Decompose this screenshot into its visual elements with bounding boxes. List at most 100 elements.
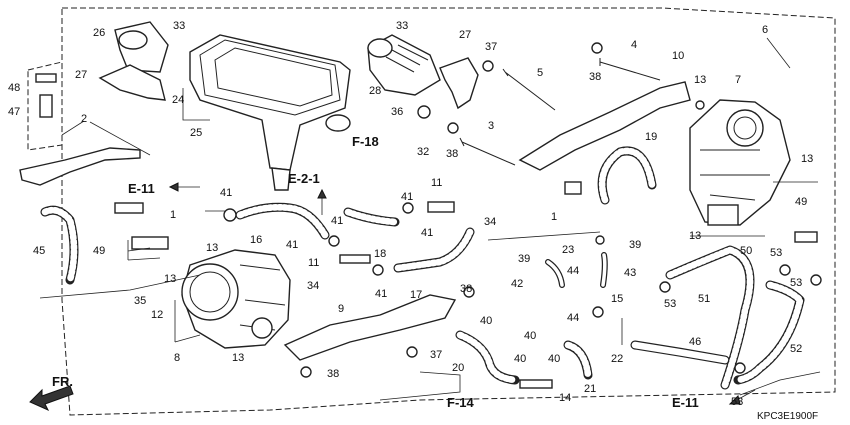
long-bolt-3	[459, 137, 516, 166]
callout-46[interactable]: 46	[689, 336, 701, 348]
small-part-frame	[27, 61, 63, 151]
ref-f14[interactable]: F-14	[447, 395, 475, 410]
callout-24[interactable]: 24	[172, 94, 184, 106]
callout-34[interactable]: 34	[484, 216, 496, 228]
front-direction-label: FR.	[52, 374, 73, 389]
callout-5[interactable]: 5	[537, 67, 543, 79]
hose-43	[600, 252, 608, 288]
callout-40[interactable]: 40	[524, 330, 536, 342]
callout-40[interactable]: 40	[548, 353, 560, 365]
callout-52[interactable]: 52	[790, 343, 802, 355]
callout-38[interactable]: 38	[327, 368, 339, 380]
reference-arrows	[168, 182, 756, 405]
hose-16	[235, 202, 330, 240]
callout-45[interactable]: 45	[33, 245, 45, 257]
callout-13[interactable]: 13	[689, 230, 701, 242]
callout-13[interactable]: 13	[801, 153, 813, 165]
hose-46	[630, 340, 730, 365]
callout-41[interactable]: 41	[286, 239, 298, 251]
hose-19	[597, 146, 657, 205]
callout-8[interactable]: 8	[174, 352, 180, 364]
callout-18[interactable]: 18	[374, 248, 386, 260]
callout-39[interactable]: 39	[629, 239, 641, 251]
callout-50[interactable]: 50	[740, 245, 752, 257]
long-bolt-4	[599, 58, 661, 81]
tube-bracket	[19, 147, 141, 186]
callout-27[interactable]: 27	[459, 29, 471, 41]
callout-39[interactable]: 39	[518, 253, 530, 265]
callout-10[interactable]: 10	[672, 50, 684, 62]
callout-53[interactable]: 53	[790, 277, 802, 289]
callout-20[interactable]: 20	[452, 362, 464, 374]
carb-bracket-lower	[283, 294, 457, 361]
callout-26[interactable]: 26	[93, 27, 105, 39]
carb-bracket-upper	[518, 81, 691, 171]
callout-22[interactable]: 22	[611, 353, 623, 365]
callout-19[interactable]: 19	[645, 131, 657, 143]
callout-4[interactable]: 4	[631, 39, 637, 51]
callout-49[interactable]: 49	[93, 245, 105, 257]
callout-23[interactable]: 23	[562, 244, 574, 256]
callout-16[interactable]: 16	[250, 234, 262, 246]
callout-11[interactable]: 11	[431, 177, 442, 189]
leader-lines	[39, 37, 821, 401]
callout-3[interactable]: 3	[488, 120, 494, 132]
callout-41[interactable]: 41	[375, 288, 387, 300]
callout-38[interactable]: 38	[589, 71, 601, 83]
callout-7[interactable]: 7	[735, 74, 741, 86]
callout-36[interactable]: 36	[391, 106, 403, 118]
hose-42	[545, 259, 565, 288]
callout-13[interactable]: 13	[206, 242, 218, 254]
callout-13[interactable]: 13	[694, 74, 706, 86]
callout-41[interactable]: 41	[220, 187, 232, 199]
callout-41[interactable]: 41	[421, 227, 433, 239]
callout-2[interactable]: 2	[81, 113, 87, 125]
carburetor-front	[181, 249, 291, 349]
callout-40[interactable]: 40	[514, 353, 526, 365]
callout-37[interactable]: 37	[430, 349, 442, 361]
callout-28[interactable]: 28	[369, 85, 381, 97]
callout-21[interactable]: 21	[584, 383, 596, 395]
ref-e11-right[interactable]: E-11	[672, 395, 699, 410]
air-intake-snorkel	[98, 21, 169, 101]
callout-1[interactable]: 1	[170, 209, 176, 221]
callout-40[interactable]: 40	[480, 315, 492, 327]
callout-35[interactable]: 35	[134, 295, 146, 307]
callout-9[interactable]: 9	[338, 303, 344, 315]
callout-15[interactable]: 15	[611, 293, 623, 305]
callout-32[interactable]: 32	[417, 146, 429, 158]
callout-47[interactable]: 47	[8, 106, 20, 118]
callout-11[interactable]: 11	[308, 257, 319, 269]
callout-38[interactable]: 38	[460, 283, 472, 295]
callout-48[interactable]: 48	[8, 82, 20, 94]
callout-53[interactable]: 53	[770, 247, 782, 259]
ref-f18[interactable]: F-18	[352, 134, 379, 149]
ref-e21[interactable]: E-2-1	[288, 171, 320, 186]
callout-49[interactable]: 49	[795, 196, 807, 208]
callout-14[interactable]: 14	[559, 392, 571, 404]
callout-51[interactable]: 51	[698, 293, 710, 305]
assembly-frame	[61, 7, 836, 416]
callout-33[interactable]: 33	[173, 20, 185, 32]
callout-38[interactable]: 38	[446, 148, 458, 160]
callout-34[interactable]: 34	[307, 280, 319, 292]
callout-42[interactable]: 42	[511, 278, 523, 290]
callout-27[interactable]: 27	[75, 69, 87, 81]
callout-13[interactable]: 13	[164, 273, 176, 285]
callout-17[interactable]: 17	[410, 289, 422, 301]
callout-44[interactable]: 44	[567, 265, 579, 277]
callout-1[interactable]: 1	[551, 211, 557, 223]
callout-41[interactable]: 41	[331, 215, 343, 227]
callout-37[interactable]: 37	[485, 41, 497, 53]
callout-12[interactable]: 12	[151, 309, 163, 321]
callout-33[interactable]: 33	[396, 20, 408, 32]
callout-43[interactable]: 43	[624, 267, 636, 279]
callout-44[interactable]: 44	[567, 312, 579, 324]
ref-e11-left[interactable]: E-11	[128, 181, 155, 196]
callout-53[interactable]: 53	[731, 396, 743, 408]
callout-53[interactable]: 53	[664, 298, 676, 310]
callout-41[interactable]: 41	[401, 191, 413, 203]
callout-6[interactable]: 6	[762, 24, 768, 36]
callout-25[interactable]: 25	[190, 127, 202, 139]
callout-13[interactable]: 13	[232, 352, 244, 364]
